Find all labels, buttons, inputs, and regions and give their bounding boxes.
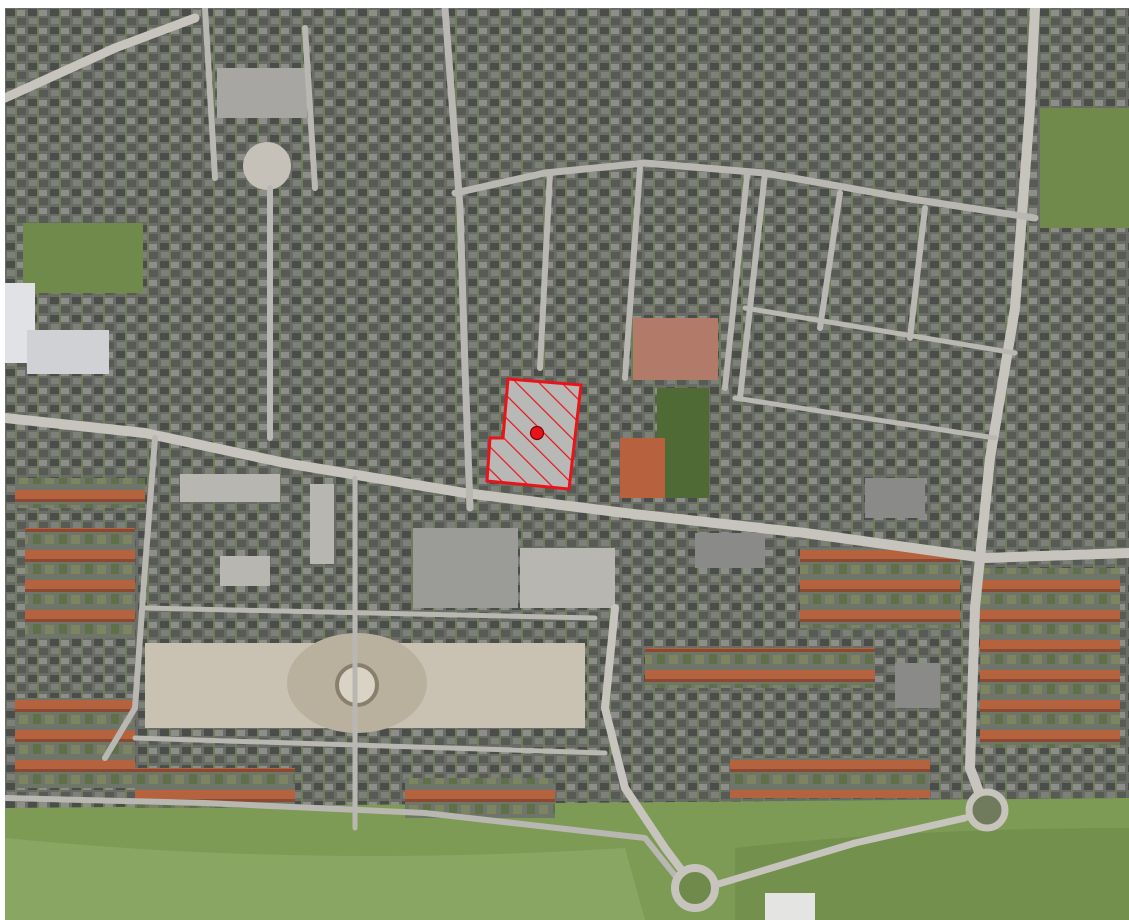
- white-building-s: [765, 893, 815, 920]
- park-meadow-sw: [5, 838, 645, 920]
- white-roof-building: [27, 330, 109, 374]
- parking-lot-north: [217, 68, 307, 118]
- aerial-map-svg: [5, 8, 1129, 920]
- parking-lot-center: [413, 528, 518, 608]
- red-roof-building: [620, 438, 665, 498]
- building-small: [220, 556, 270, 586]
- building-grey-e: [695, 533, 765, 568]
- location-dot-icon[interactable]: [529, 425, 545, 441]
- roundabout-s: [671, 864, 719, 912]
- red-row-houses-sw: [25, 528, 135, 638]
- red-row-houses-far-e: [980, 568, 1120, 748]
- roundabout-se: [965, 788, 1009, 832]
- red-row-houses-w: [15, 478, 145, 508]
- small-plaza-north: [243, 142, 291, 190]
- sports-field-w: [23, 223, 143, 293]
- shopping-building: [520, 548, 615, 608]
- red-row-houses-s3: [730, 758, 930, 798]
- aerial-map[interactable]: [5, 8, 1129, 920]
- building-grey-se: [895, 663, 940, 708]
- building-grey-ne: [865, 478, 925, 518]
- red-row-houses-e: [800, 548, 960, 628]
- road-network: [5, 8, 1129, 892]
- building-slab: [310, 484, 334, 564]
- green-field-ne: [1040, 108, 1129, 228]
- green-strip-center: [657, 388, 709, 498]
- red-row-houses-se: [645, 648, 875, 688]
- red-court: [633, 318, 718, 380]
- building-block-sw: [180, 474, 280, 502]
